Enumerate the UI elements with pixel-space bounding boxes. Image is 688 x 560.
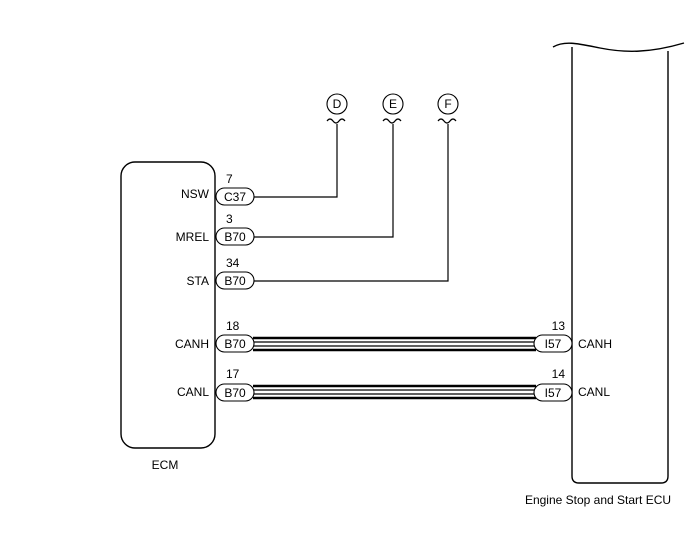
- ecm-box: [120, 161, 216, 449]
- ecm-connector-nsw-label: C37: [224, 190, 246, 204]
- ref-label-d: D: [333, 97, 342, 111]
- ecu-connector-canl: I57: [533, 383, 573, 402]
- ecu-connector-canh: I57: [533, 334, 573, 353]
- ref-bubble-e: E: [382, 93, 404, 124]
- ref-bubble-d: D: [326, 93, 348, 124]
- ecu-pin-canh: 13: [552, 319, 566, 333]
- ecm-connector-mrel: B70: [215, 227, 255, 246]
- wire-nsw: [253, 124, 338, 198]
- wire-mrel: [253, 124, 394, 238]
- ecm-pin-nsw: 7: [226, 172, 233, 186]
- ecm-label: ECM: [152, 458, 179, 472]
- ecu-signal-canl: CANL: [578, 385, 610, 399]
- ecm-pin-canl: 17: [226, 367, 240, 381]
- ecm-signal-nsw: NSW: [181, 187, 210, 201]
- ecu-connector-canh-label: I57: [545, 337, 562, 351]
- ref-label-e: E: [389, 97, 397, 111]
- wire-sta: [253, 124, 449, 282]
- ecu-label: Engine Stop and Start ECU: [525, 493, 671, 507]
- ecm-connector-canl-label: B70: [224, 386, 246, 400]
- ecu-box: [552, 42, 685, 484]
- ecu-signal-canh: CANH: [578, 337, 612, 351]
- wire-break-f: [437, 118, 457, 124]
- ecm-pin-canh: 18: [226, 319, 240, 333]
- ref-label-f: F: [444, 97, 451, 111]
- ecm-connector-canl: B70: [215, 383, 255, 402]
- ecm-connector-canh-label: B70: [224, 337, 246, 351]
- ecu-connector-canl-label: I57: [545, 386, 562, 400]
- ecm-signal-canh: CANH: [175, 337, 209, 351]
- ecm-signal-canl: CANL: [177, 385, 209, 399]
- ecm-connector-canh: B70: [215, 334, 255, 353]
- ecm-signal-sta: STA: [187, 274, 209, 288]
- ecm-connector-sta: B70: [215, 271, 255, 290]
- ecm-pin-sta: 34: [226, 256, 240, 270]
- ecm-pin-mrel: 3: [226, 212, 233, 226]
- can-bus-canl: [253, 384, 536, 400]
- ecm-connector-sta-label: B70: [224, 274, 246, 288]
- ecu-pin-canl: 14: [552, 367, 566, 381]
- ref-bubble-f: F: [437, 93, 459, 124]
- ecm-connector-nsw: C37: [215, 187, 255, 206]
- ecm-signal-mrel: MREL: [176, 230, 210, 244]
- ecm-connector-mrel-label: B70: [224, 230, 246, 244]
- wire-break-e: [382, 118, 402, 124]
- wire-break-d: [326, 118, 346, 124]
- can-bus-canh: [253, 336, 536, 352]
